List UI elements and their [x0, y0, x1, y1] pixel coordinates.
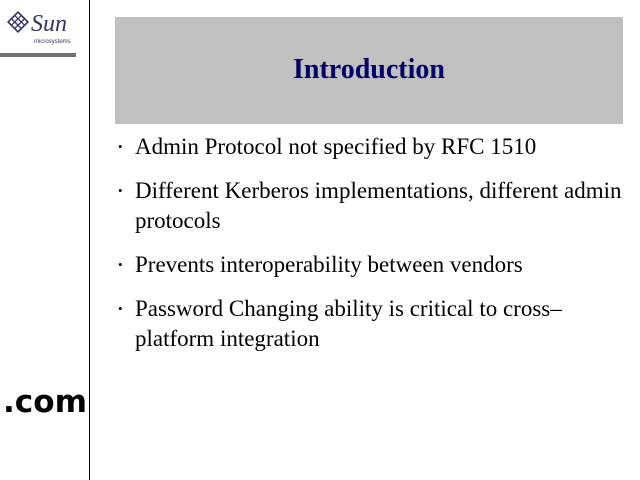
- dotcom-logo: .com: [3, 384, 87, 419]
- dotcom-text: .com: [3, 384, 87, 419]
- bullet-text: Prevents interoperability between vendor…: [135, 252, 523, 277]
- bullet-item: • Different Kerberos implementations, di…: [118, 176, 628, 236]
- bullet-dot-icon: •: [118, 139, 123, 154]
- logo-tagline: microsystems: [34, 39, 71, 45]
- slide-title-box: Introduction: [115, 17, 623, 124]
- slide-title: Introduction: [293, 53, 445, 85]
- bullet-text: Password Changing ability is critical to…: [135, 296, 562, 351]
- bullet-item: • Password Changing ability is critical …: [118, 294, 628, 354]
- bullet-text: Admin Protocol not specified by RFC 1510: [135, 134, 537, 159]
- bullet-dot-icon: •: [118, 301, 123, 316]
- bullet-dot-icon: •: [118, 257, 123, 272]
- bullet-dot-icon: •: [118, 183, 123, 198]
- bullet-list: • Admin Protocol not specified by RFC 15…: [118, 132, 628, 368]
- bullet-item: • Prevents interoperability between vend…: [118, 250, 628, 280]
- sun-logo-icon: Sun microsystems: [6, 10, 71, 45]
- logo-text: Sun: [31, 11, 67, 37]
- bullet-text: Different Kerberos implementations, diff…: [135, 178, 622, 233]
- logo-underline: [0, 53, 76, 57]
- bullet-item: • Admin Protocol not specified by RFC 15…: [118, 132, 628, 162]
- sidebar-divider: [89, 0, 90, 480]
